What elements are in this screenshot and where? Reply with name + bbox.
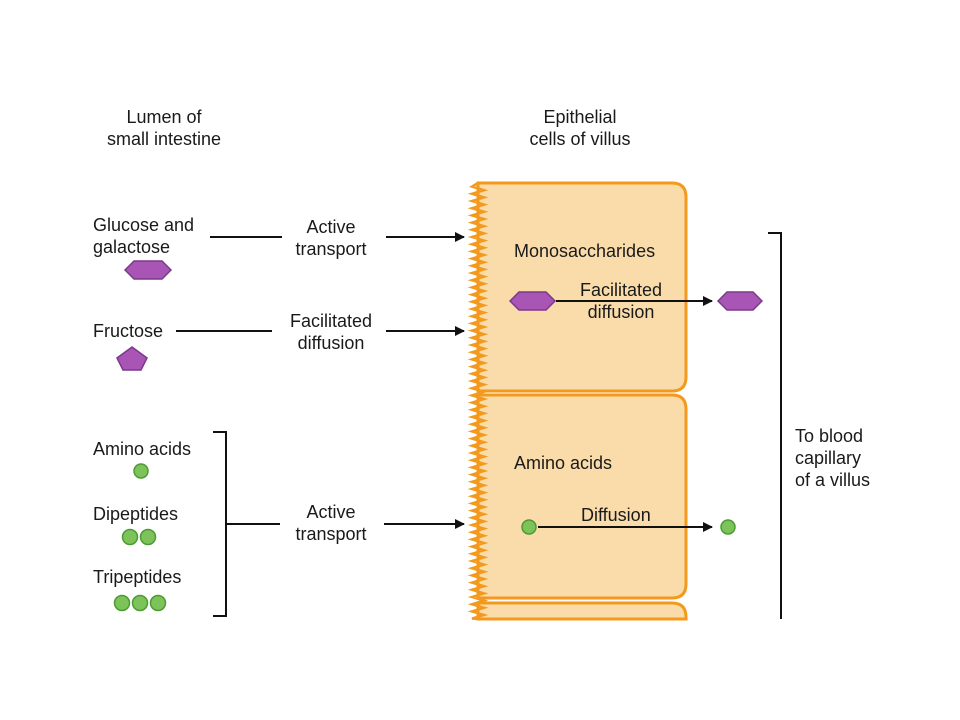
tripeptides-label: Tripeptides xyxy=(93,567,182,587)
glucose-transport-label: Active transport xyxy=(295,217,367,259)
amino-acid-sphere-icon xyxy=(521,519,537,535)
amino-acid-sphere-icon xyxy=(133,463,149,479)
amino-acid-sphere-icon xyxy=(139,528,157,546)
amino-acid-sphere-icon xyxy=(113,594,131,612)
epithelial-cell-top xyxy=(476,181,688,393)
peptides-bracket xyxy=(213,431,280,617)
glucose-galactose-label: Glucose and galactose xyxy=(93,215,195,257)
fructose-label: Fructose xyxy=(93,321,164,341)
pentagon-sugar-icon xyxy=(116,346,148,371)
amino-acid-sphere-icon xyxy=(720,519,736,535)
cell-amino-acids-label: Amino acids xyxy=(514,453,613,473)
amino-acids-label: Amino acids xyxy=(93,439,192,459)
fructose-transport-label: Facilitated diffusion xyxy=(289,311,373,353)
epithelial-cell-middle xyxy=(476,393,688,600)
diffusion-label: Diffusion xyxy=(581,505,651,525)
epithelial-cell-bottom xyxy=(476,601,688,621)
dipeptides-label: Dipeptides xyxy=(93,504,179,524)
lumen-heading: Lumen of small intestine xyxy=(106,107,222,149)
hexagon-sugar-icon xyxy=(123,260,173,280)
hexagon-sugar-icon xyxy=(716,291,764,311)
cell-facilitated-diffusion-label: Facilitated diffusion xyxy=(579,280,663,322)
microvilli-brush-border xyxy=(467,181,489,621)
monosaccharides-label: Monosaccharides xyxy=(514,241,656,261)
blood-capillary-label: To blood capillary of a villus xyxy=(795,426,871,490)
amino-transport-label: Active transport xyxy=(295,502,367,544)
hexagon-sugar-icon xyxy=(508,291,557,311)
amino-acid-sphere-icon xyxy=(121,528,139,546)
epithelial-heading: Epithelial cells of villus xyxy=(529,107,631,149)
amino-acid-sphere-icon xyxy=(149,594,167,612)
blood-bracket xyxy=(768,232,782,619)
amino-acid-sphere-icon xyxy=(131,594,149,612)
